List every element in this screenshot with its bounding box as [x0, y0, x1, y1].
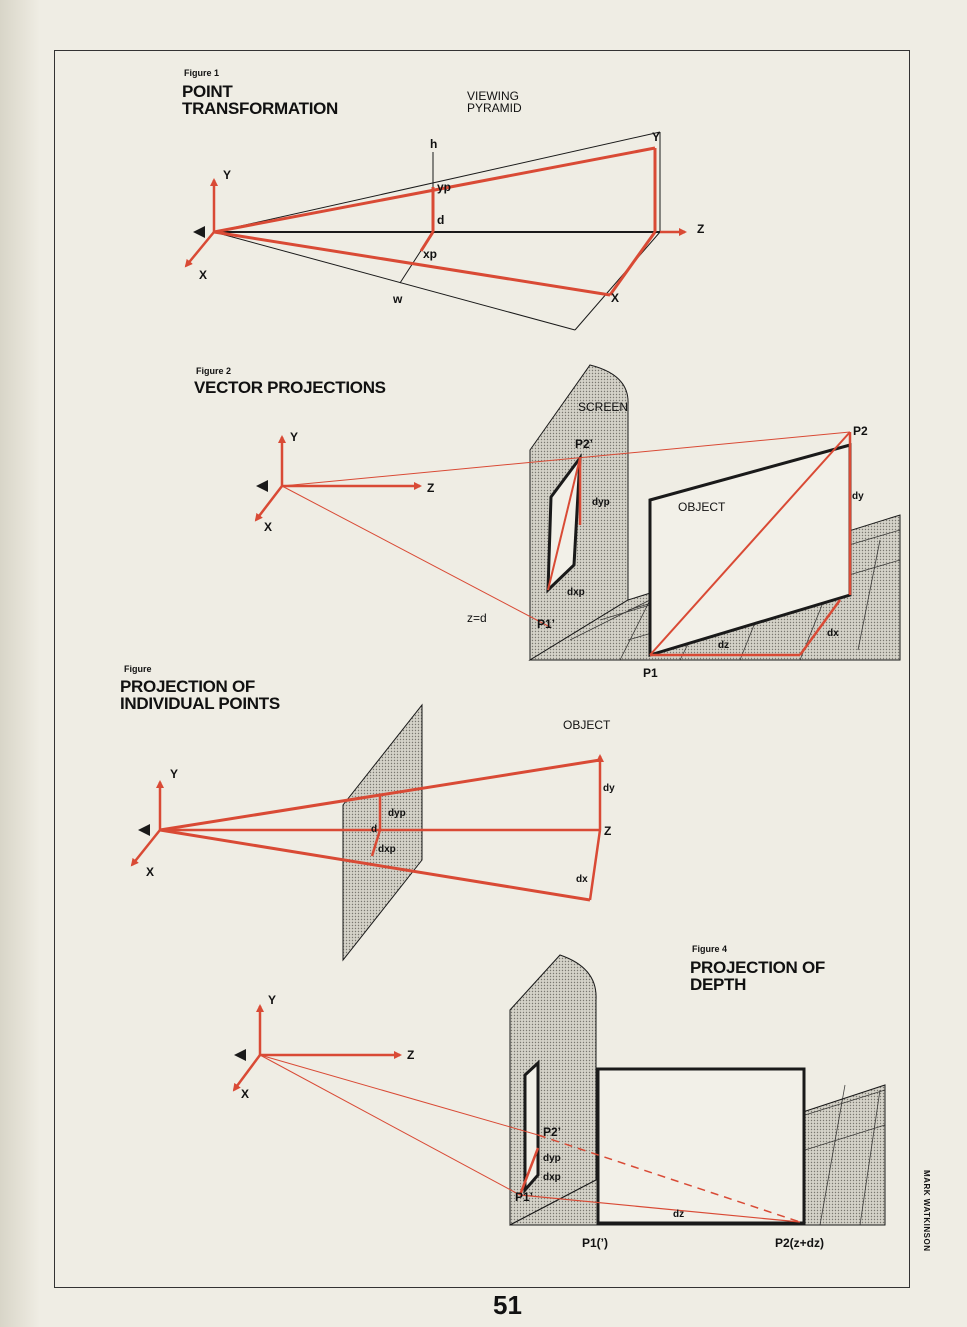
label-dy: dy	[852, 491, 864, 502]
object-label: OBJECT	[678, 500, 726, 514]
figure1-title-line2: TRANSFORMATION	[182, 99, 339, 118]
figure4-title-line2: DEPTH	[690, 975, 747, 994]
eye-icon	[193, 226, 205, 238]
label-d: d	[437, 213, 445, 227]
figure1-title: POINT TRANSFORMATION	[182, 83, 338, 117]
label-y-end: Y	[652, 130, 661, 144]
page-gutter	[0, 0, 40, 1327]
figure3-title-line1: PROJECTION OF	[120, 677, 255, 696]
figure3-x-axis: X	[146, 865, 155, 879]
object-label: OBJECT	[563, 718, 611, 732]
label-p1-prime: P1’	[537, 617, 556, 631]
eye-icon	[256, 480, 268, 492]
label-p2: P2(z+dz)	[775, 1236, 825, 1250]
label-p1: P1	[643, 666, 658, 680]
label-dyp: dyp	[388, 808, 406, 819]
label-p2: P2	[853, 424, 868, 438]
label-dz: dz	[673, 1209, 685, 1220]
label-h: h	[430, 137, 438, 151]
label-dz: dz	[718, 640, 730, 651]
viewing-label: VIEWING	[467, 89, 520, 103]
label-dxp: dxp	[543, 1172, 561, 1183]
label-p1-prime: P1’	[515, 1190, 534, 1204]
label-xp: xp	[423, 247, 438, 261]
figure2-diagram	[254, 364, 901, 661]
figure3-title-line2: INDIVIDUAL POINTS	[120, 694, 280, 713]
figure2-x-axis: X	[264, 520, 273, 534]
label-z-equals-d: z=d	[467, 611, 487, 625]
label-dx: dx	[827, 628, 839, 639]
figure1-number: Figure 1	[184, 68, 220, 78]
page-number: 51	[493, 1290, 522, 1320]
figure4-z-axis: Z	[407, 1048, 415, 1062]
screen-label: SCREEN	[578, 400, 629, 414]
figure2-z-axis: Z	[427, 481, 435, 495]
viewing-pyramid-label: VIEWING PYRAMID	[467, 90, 522, 114]
label-dx: dx	[576, 874, 588, 885]
label-dy: dy	[603, 783, 615, 794]
figure4-title-line1: PROJECTION OF	[690, 958, 825, 977]
eye-icon	[138, 824, 150, 836]
label-w: w	[393, 292, 403, 306]
figure1-y-axis: Y	[223, 168, 232, 182]
label-dyp: dyp	[543, 1153, 561, 1164]
page-frame	[54, 50, 910, 1288]
figure3-y-axis: Y	[170, 767, 179, 781]
label-z: Z	[604, 824, 612, 838]
label-dyp: dyp	[592, 497, 610, 508]
pyramid-label: PYRAMID	[467, 101, 522, 115]
label-p2-prime: P2’	[575, 437, 594, 451]
label-p1: P1(’)	[582, 1236, 609, 1250]
figure2-y-axis: Y	[290, 430, 299, 444]
figure3-diagram	[130, 703, 604, 962]
figure4-y-axis: Y	[268, 993, 277, 1007]
figure1-x-axis: X	[199, 268, 208, 282]
figure1-diagram	[184, 131, 687, 331]
label-dxp: dxp	[567, 587, 585, 598]
figure2-number: Figure 2	[196, 366, 232, 376]
figure4-title: PROJECTION OF DEPTH	[690, 959, 825, 993]
label-dxp: dxp	[378, 844, 396, 855]
figure4-diagram	[232, 954, 886, 1226]
label-p2-prime: P2’	[543, 1125, 562, 1139]
figure4-x-axis: X	[241, 1087, 250, 1101]
figure3-title: PROJECTION OF INDIVIDUAL POINTS	[120, 678, 280, 712]
figure1-title-line1: POINT	[182, 82, 233, 101]
figure1-z-axis: Z	[697, 222, 705, 236]
label-yp: yp	[437, 180, 452, 194]
illustrator-credit: MARK WATKINSON	[922, 1170, 931, 1252]
label-d: d	[371, 824, 378, 835]
figure2-title: VECTOR PROJECTIONS	[194, 378, 386, 397]
figure3-number: Figure	[124, 664, 152, 674]
label-x-end: X	[611, 291, 620, 305]
eye-icon	[234, 1049, 246, 1061]
figure4-number: Figure 4	[692, 944, 728, 954]
